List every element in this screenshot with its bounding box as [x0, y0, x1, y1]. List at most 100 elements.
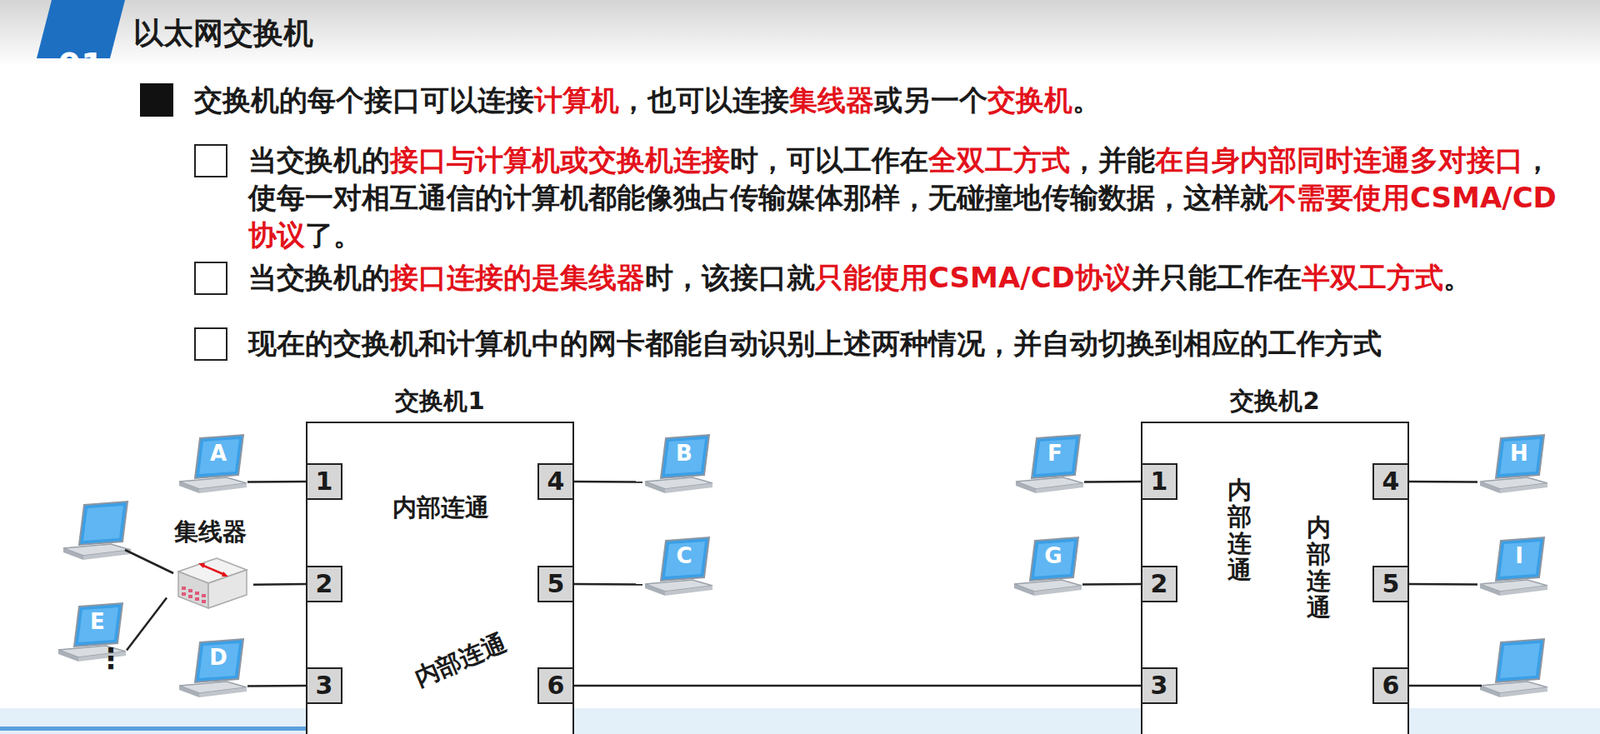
cable-line	[126, 598, 167, 651]
port-number: 4	[1382, 469, 1400, 495]
port-number: 6	[547, 673, 565, 699]
highlight-text: 交换机	[987, 83, 1073, 117]
port-box: 3	[305, 667, 343, 705]
laptop-icon	[63, 501, 131, 560]
switch-box: 交换机1123456	[305, 421, 575, 734]
port-box: 4	[537, 463, 575, 500]
highlight-text: 接口连接的是集线器	[390, 260, 645, 295]
cable-line	[247, 480, 306, 484]
body-text: 。	[1443, 260, 1472, 295]
port-box: 1	[305, 463, 343, 500]
body-text: 时，该接口就	[645, 260, 815, 295]
port-box: 3	[1140, 667, 1178, 705]
computer-node: C	[642, 535, 714, 601]
computer-letter: G	[1036, 542, 1070, 570]
body-text: 交换机的每个接口可以连接	[194, 83, 535, 117]
port-box: 5	[1372, 565, 1410, 603]
bullet-text: 现在的交换机和计算机中的网卡都能自动识别上述两种情况，并自动切换到相应的工作方式	[248, 325, 1565, 363]
bullet-text: 交换机的每个接口可以连接计算机，也可以连接集线器或另一个交换机。	[194, 81, 1570, 120]
cable-line	[247, 685, 306, 688]
port-number: 3	[315, 673, 334, 699]
laptop-icon	[1477, 535, 1549, 601]
bullet-square	[140, 83, 174, 117]
cable-line	[1084, 480, 1141, 484]
computer-node: H	[1477, 433, 1549, 499]
body-text: ，也可以连接	[619, 83, 790, 117]
body-text: 了。	[305, 218, 362, 252]
port-number: 5	[547, 571, 565, 597]
computer-node: B	[642, 433, 714, 499]
computer-node: D	[176, 637, 248, 703]
port-box: 4	[1372, 463, 1410, 500]
port-box: 2	[305, 565, 343, 603]
link-label: 内部连通	[392, 493, 490, 522]
link-label: 内部连通	[1306, 515, 1331, 622]
body-text: ，并能	[1070, 143, 1155, 177]
computer-letter: D	[201, 644, 235, 671]
highlight-text: 集线器	[789, 83, 875, 117]
port-number: 5	[1382, 571, 1400, 597]
cable-line	[253, 583, 306, 586]
port-box: 1	[1140, 463, 1178, 500]
ellipsis-mark: ⋮	[96, 641, 1600, 675]
computer-node: G	[1011, 535, 1083, 601]
body-text: 或另一个	[874, 83, 988, 117]
body-text: 。	[1072, 83, 1101, 117]
check-box	[195, 328, 227, 360]
port-box: 6	[1372, 667, 1410, 705]
port-number: 6	[1382, 673, 1400, 699]
progress-bar	[0, 726, 338, 731]
wire	[1409, 685, 1482, 688]
hub-node: 集线器	[166, 516, 254, 619]
port-number: 3	[1150, 673, 1169, 699]
body-text: 现在的交换机和计算机中的网卡都能自动识别上述两种情况，并自动切换到相应的工作方式	[248, 326, 1382, 360]
cable-line	[1082, 583, 1141, 586]
cable-line	[1409, 583, 1478, 586]
port-number: 1	[1150, 469, 1169, 495]
body-text: 当交换机的	[248, 143, 390, 177]
computer-letter: B	[667, 440, 701, 467]
port-number: 2	[1150, 571, 1169, 597]
computer-letter: I	[1502, 542, 1536, 570]
switch-label: 交换机2	[1142, 385, 1408, 419]
body-text: 并只能工作在	[1131, 260, 1302, 295]
highlight-text: 半双工方式	[1301, 260, 1444, 295]
port-box: 5	[537, 565, 575, 603]
laptop-icon	[1480, 639, 1548, 698]
highlight-text: 只能使用CSMA/CD协议	[815, 260, 1132, 295]
port-number: 4	[547, 469, 565, 495]
computer-node: I	[1477, 535, 1549, 601]
bullet-text: 当交换机的接口连接的是集线器时，该接口就只能使用CSMA/CD协议并只能工作在半…	[248, 259, 1565, 297]
check-box	[195, 145, 227, 177]
computer-letter: E	[80, 608, 115, 635]
highlight-text: 全双工方式	[928, 143, 1070, 177]
port-number: 2	[315, 571, 334, 597]
highlight-text: 计算机	[534, 83, 620, 117]
highlight-text: 在自身内部同时连通多对接口	[1155, 143, 1524, 177]
hub-label: 集线器	[166, 516, 254, 547]
highlight-text: 接口与计算机或交换机连接	[390, 143, 730, 177]
switch-box: 交换机2123456	[1140, 421, 1410, 734]
port-box: 6	[537, 667, 575, 705]
cable-line	[574, 583, 643, 586]
cable-line	[574, 480, 643, 484]
switch-label: 交换机1	[307, 385, 573, 419]
body-text: 时，可以工作在	[730, 143, 929, 177]
bullet-text: 当交换机的接口与计算机或交换机连接时，可以工作在全双工方式，并能在自身内部同时连…	[248, 141, 1557, 255]
computer-letter: F	[1038, 440, 1072, 467]
slide-title: 以太网交换机	[133, 15, 1600, 52]
body-text: 当交换机的	[248, 260, 390, 295]
computer-letter: C	[667, 542, 701, 570]
check-box	[195, 262, 227, 295]
port-number: 1	[315, 469, 334, 495]
computer-node: A	[176, 433, 248, 499]
computer-letter: H	[1502, 440, 1536, 467]
computer-letter: A	[201, 440, 235, 467]
cable-line	[574, 685, 1141, 688]
hub-icon	[166, 553, 254, 617]
link-label: 内部连通	[1227, 477, 1252, 585]
port-box: 2	[1140, 565, 1178, 603]
section-number: 01	[45, 46, 117, 85]
wire	[125, 550, 174, 574]
cable-line	[1409, 480, 1478, 484]
